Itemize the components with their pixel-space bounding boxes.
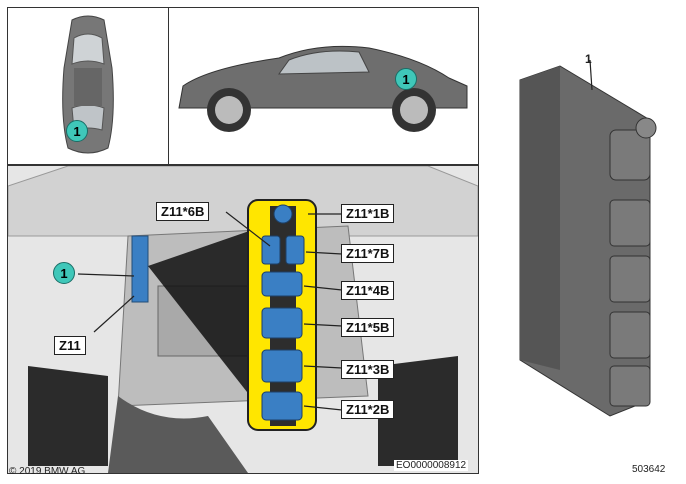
label-z11-4b: Z11*4B xyxy=(341,281,395,300)
car-top-view xyxy=(62,15,114,154)
label-z11-2b: Z11*2B xyxy=(341,400,395,419)
engine-bay-illustration xyxy=(7,165,479,473)
callout-1-engine-bay: 1 xyxy=(53,262,75,284)
label-z11: Z11 xyxy=(54,336,86,355)
label-z11-7b: Z11*7B xyxy=(341,244,395,263)
engine-bay-panel: 1 xyxy=(7,165,479,474)
callout-1-top-view: 1 xyxy=(66,120,88,142)
car-side-view xyxy=(178,45,468,132)
copyright-text: © 2019 BMW AG xyxy=(9,466,86,477)
callout-1-side-view: 1 xyxy=(395,68,417,90)
label-z11-3b: Z11*3B xyxy=(341,360,395,379)
reference-number: 503642 xyxy=(632,464,666,475)
part-number-label: 1 xyxy=(585,52,592,66)
label-z11-6b: Z11*6B xyxy=(156,202,210,221)
side-view-panel: 1 xyxy=(168,7,479,165)
label-z11-5b: Z11*5B xyxy=(341,318,395,337)
electronics-box-part xyxy=(519,60,657,417)
top-view-panel: 1 xyxy=(7,7,169,165)
image-code: EO0000008912 xyxy=(394,460,469,471)
label-z11-1b: Z11*1B xyxy=(341,204,395,223)
